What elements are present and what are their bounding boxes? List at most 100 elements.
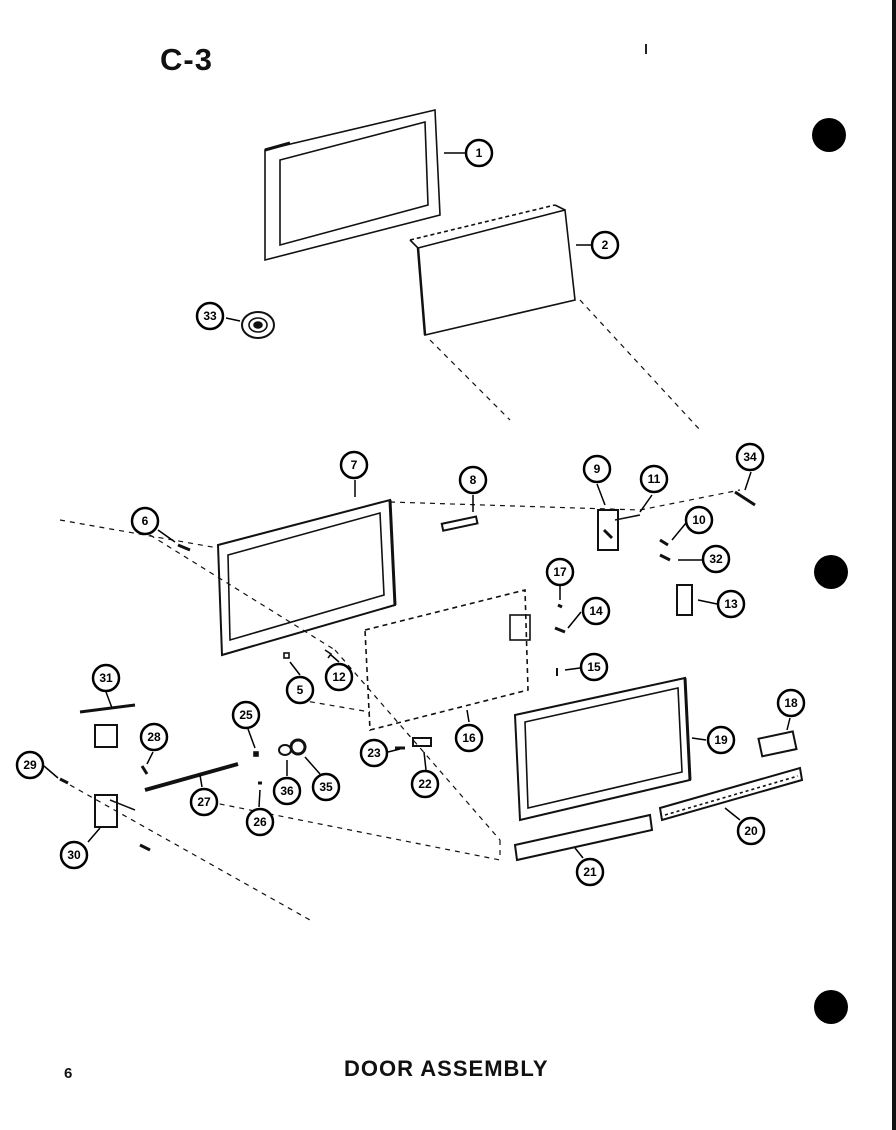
part-36-washer <box>278 744 292 756</box>
callout-circle <box>410 769 440 799</box>
part-29-screw <box>59 777 69 785</box>
callout-17: 17 <box>545 557 575 587</box>
part-32-screw <box>659 553 671 562</box>
callout-label: 26 <box>253 815 267 829</box>
callout-circle <box>91 663 121 693</box>
callout-circle <box>195 301 225 331</box>
callout-circle <box>684 505 714 535</box>
callout-28: 28 <box>139 722 169 752</box>
callout-19: 19 <box>706 725 736 755</box>
callout-1: 1 <box>464 138 494 168</box>
callout-label: 34 <box>743 450 757 464</box>
callout-circle <box>285 675 315 705</box>
assembly-guide-lines <box>59 299 741 921</box>
callout-circle <box>736 816 766 846</box>
binder-hole-top <box>812 118 846 152</box>
part-2-box <box>409 204 576 336</box>
part-18-switch <box>757 730 798 758</box>
callout-10: 10 <box>684 505 714 535</box>
callout-label: 6 <box>142 514 149 528</box>
callout-label: 20 <box>744 824 758 838</box>
callout-25: 25 <box>231 700 261 730</box>
callout-label: 27 <box>197 795 211 809</box>
callout-label: 30 <box>67 848 81 862</box>
callout-circle <box>359 738 389 768</box>
callout-label: 1 <box>476 146 483 160</box>
part-33-roller <box>241 311 275 339</box>
part-19-glass <box>513 676 692 822</box>
part-13-latch <box>676 584 693 616</box>
callout-circle <box>311 772 341 802</box>
callout-8: 8 <box>458 465 488 495</box>
part-35-nut <box>289 738 307 756</box>
callout-label: 12 <box>332 670 346 684</box>
callout-2: 2 <box>590 230 620 260</box>
callout-label: 17 <box>553 565 567 579</box>
callout-circle <box>579 652 609 682</box>
callout-7: 7 <box>339 450 369 480</box>
callout-6: 6 <box>130 506 160 536</box>
callout-12: 12 <box>324 662 354 692</box>
part-8-bracket <box>440 515 479 532</box>
callout-label: 32 <box>709 552 723 566</box>
part-5-nut <box>283 652 290 659</box>
binder-hole-bottom <box>814 990 848 1024</box>
scan-frame-edge <box>892 0 896 1130</box>
page-title: DOOR ASSEMBLY <box>344 1056 549 1081</box>
part-14-clip <box>554 626 566 634</box>
part-30-hinge <box>94 794 151 852</box>
callout-label: 33 <box>203 309 217 323</box>
binder-hole-middle <box>814 555 848 589</box>
callout-circle <box>189 787 219 817</box>
callout-circle <box>454 723 484 753</box>
callout-label: 28 <box>147 730 161 744</box>
callout-label: 2 <box>602 238 609 252</box>
callout-30: 30 <box>59 840 89 870</box>
callout-circle <box>464 138 494 168</box>
callout-circle <box>231 700 261 730</box>
callout-32: 32 <box>701 544 731 574</box>
page-number: 6 <box>64 1065 73 1082</box>
callout-21: 21 <box>575 857 605 887</box>
callout-label: 21 <box>583 865 597 879</box>
part-12-clip <box>324 649 333 659</box>
callout-label: 16 <box>462 731 476 745</box>
callout-label: 14 <box>589 604 603 618</box>
callout-circle <box>776 688 806 718</box>
callout-20: 20 <box>736 816 766 846</box>
callout-36: 36 <box>272 776 302 806</box>
callout-label: 29 <box>23 758 37 772</box>
callout-16: 16 <box>454 723 484 753</box>
part-25-washer <box>253 751 259 757</box>
callout-27: 27 <box>189 787 219 817</box>
callout-label: 36 <box>280 784 294 798</box>
callout-31: 31 <box>91 663 121 693</box>
callout-circle <box>582 454 612 484</box>
callout-circle <box>701 544 731 574</box>
callout-9: 9 <box>582 454 612 484</box>
part-6-screw <box>177 543 191 552</box>
callout-29: 29 <box>15 750 45 780</box>
part-9-11-hinge <box>597 509 641 551</box>
callout-circle <box>339 450 369 480</box>
callout-circle <box>735 442 765 472</box>
callout-34: 34 <box>735 442 765 472</box>
callout-circle <box>272 776 302 806</box>
callout-label: 8 <box>470 473 477 487</box>
callout-circle <box>59 840 89 870</box>
callout-label: 25 <box>239 708 253 722</box>
callout-label: 7 <box>351 458 358 472</box>
callout-label: 11 <box>648 472 661 486</box>
callout-circle <box>324 662 354 692</box>
callout-circle <box>706 725 736 755</box>
callout-35: 35 <box>311 772 341 802</box>
callout-15: 15 <box>579 652 609 682</box>
callout-label: 35 <box>319 780 333 794</box>
callout-14: 14 <box>581 596 611 626</box>
part-10-screw <box>659 538 669 547</box>
callout-label: 5 <box>297 683 304 697</box>
callout-circle <box>545 557 575 587</box>
